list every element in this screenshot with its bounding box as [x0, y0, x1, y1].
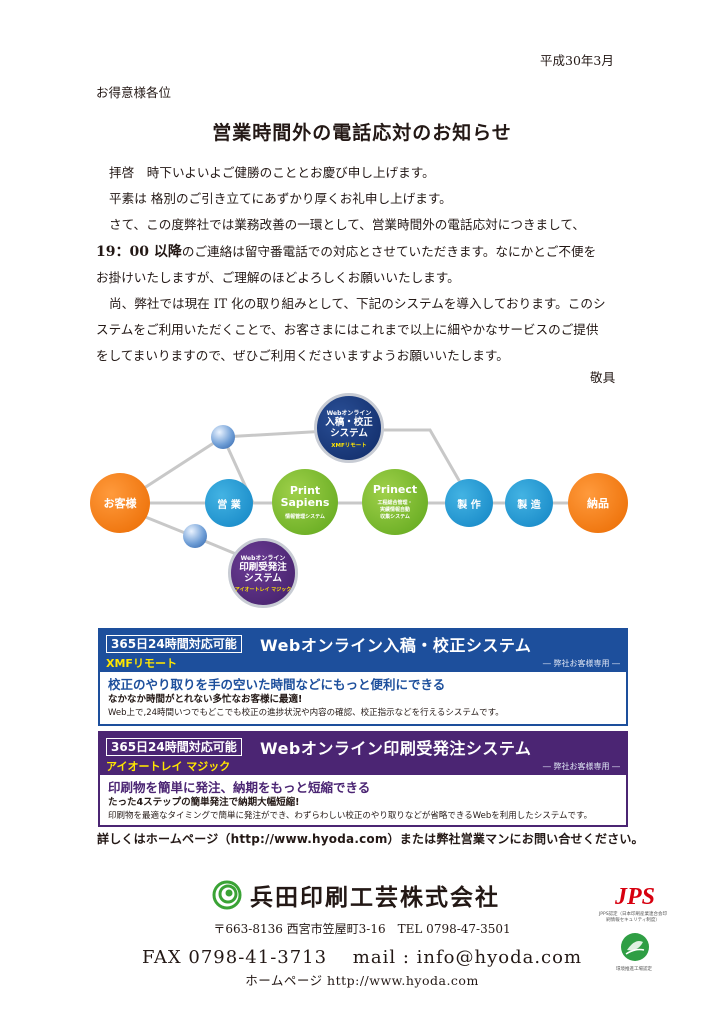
manufacturing-label: 製 造	[517, 499, 541, 511]
prinect-sub-2: 実績情報自動	[379, 507, 410, 513]
box-subheadline: なかなか時間がとれない多忙なお客様に最適!	[108, 694, 303, 705]
prinect-label: Prinect	[372, 483, 418, 496]
homepage-url: ホームページ http://www.hyoda.com	[245, 973, 479, 988]
paragraph-notice-1: さて、この度弊社では業務改善の一環として、営業時間外の電話応対につきまして、	[109, 217, 585, 233]
product-name: XMFリモート	[106, 657, 177, 670]
paragraph-it-1: 尚、弊社では現在 IT 化の取り組みとして、下記のシステムを導入しております。こ…	[109, 296, 606, 312]
customer-only-note: ― 弊社お客様専用 ―	[542, 762, 620, 771]
prinect-sub-1: 工程総合管理・	[377, 500, 413, 506]
prinect-node: Prinect 工程総合管理・ 実績情報自動 収集システム	[362, 469, 428, 535]
web-proof-l1: Webオンライン	[326, 409, 372, 417]
company-logo-icon	[212, 880, 242, 910]
company-name: 兵田印刷工芸株式会社	[250, 885, 500, 911]
box-title: Webオンライン印刷受発注システム	[260, 739, 532, 758]
manufacturing-node: 製 造	[505, 479, 553, 527]
paragraph-thanks: 平素は 格別のご引き立てにあずかり厚くお礼申し上げます。	[109, 191, 452, 207]
sales-node: 営 業	[205, 479, 253, 527]
box-header: 365日24時間対応可能 Webオンライン印刷受発注システム アイオートレイ マ…	[100, 733, 626, 775]
web-order-l3: システム	[244, 573, 282, 584]
paragraph-notice-2: 19：00 以降のご連絡は留守番電話での対応とさせていただきます。なにかとご不便…	[96, 239, 636, 265]
customer-node: お客様	[90, 473, 150, 533]
web-proof-system-node: Webオンライン 入稿・校正 システム XMFリモート	[314, 393, 384, 463]
paragraph-it-3: をしてまいりますので、ぜひご利用くださいますようお願いいたします。	[96, 348, 509, 364]
workflow-diagram: お客様 営 業 Print Sapiens 情報管理システム Prinect 工…	[0, 390, 724, 615]
globe-icon	[211, 425, 235, 449]
fax-and-email: FAX 0798-41-3713 mail : info@hyoda.com	[141, 947, 583, 968]
green-certification-mark	[620, 932, 650, 966]
web-proof-l4: XMFリモート	[331, 442, 367, 449]
paragraph-greeting: 拝啓 時下いよいよご健勝のこととお慶び申し上げます。	[109, 165, 435, 180]
paragraph-notice-3: お掛けいたしますが、ご理解のほどよろしくお願いいたします。	[96, 269, 460, 285]
production-label: 製 作	[457, 499, 481, 511]
box-description: 印刷物を最適なタイミングで簡単に発注ができ、わずらわしい校正のやり取りなどが省略…	[108, 811, 593, 821]
customer-only-note: ― 弊社お客様専用 ―	[542, 659, 620, 668]
box-subheadline: たった4ステップの簡単発注で納期大幅短縮!	[108, 797, 300, 808]
green-caption: 環境推進工場認定	[616, 967, 652, 972]
box-title: Webオンライン入稿・校正システム	[260, 636, 532, 655]
company-logo: 兵田印刷工芸株式会社	[212, 878, 500, 912]
box-header: 365日24時間対応可能 Webオンライン入稿・校正システム XMFリモート ―…	[100, 630, 626, 672]
contact-info: 詳しくはホームページ（http://www.hyoda.com）または弊社営業マ…	[97, 832, 644, 846]
print-sapiens-sub: 情報管理システム	[285, 513, 325, 520]
web-order-l2: 印刷受発注	[239, 562, 287, 573]
web-order-l4: アイオートレイ マジック	[234, 587, 292, 593]
web-order-l1: Webオンライン	[240, 555, 286, 562]
page-title: 営業時間外の電話応対のお知らせ	[212, 122, 512, 144]
jps-caption: JPPS認定（日本印刷産業連合会印刷情報セキュリティ制度）	[598, 912, 668, 923]
availability-tag: 365日24時間対応可能	[106, 635, 242, 653]
recipient: お得意様各位	[96, 85, 172, 100]
company-address: 〒663-8136 西宮市笠屋町3-16 TEL 0798-47-3501	[213, 922, 511, 936]
web-proof-l2: 入稿・校正	[325, 416, 373, 428]
print-sapiens-label-1: Print	[289, 483, 321, 497]
jps-logo-text: JPS	[614, 884, 655, 910]
product-name: アイオートレイ マジック	[106, 760, 231, 773]
box-description: Web上で,24時間いつでもどこでも校正の進捗状況や内容の確認、校正指示などを行…	[108, 708, 504, 718]
notice-text: のご連絡は留守番電話での対応とさせていただきます。なにかとご不便を	[181, 243, 597, 259]
sales-label: 営 業	[217, 499, 241, 511]
closing: 敬具	[590, 370, 616, 385]
date: 平成30年3月	[540, 53, 614, 68]
jps-logo-icon: JPS	[614, 884, 655, 910]
box-body: 校正のやり取りを手の空いた時間などにもっと便利にできる なかなか時間がとれない多…	[100, 672, 626, 724]
jps-certification-mark: JPS	[613, 878, 657, 914]
availability-tag: 365日24時間対応可能	[106, 738, 242, 756]
web-order-system-node: Webオンライン 印刷受発注 システム アイオートレイ マジック	[228, 538, 298, 608]
paragraph-it-2: ステムをご利用いただくことで、お客さまにはこれまで以上に細やかなサービスのご提供	[96, 322, 599, 338]
box-headline: 印刷物を簡単に発注、納期をもっと短縮できる	[108, 780, 371, 795]
delivery-node: 納品	[568, 473, 628, 533]
customer-label: お客様	[103, 497, 137, 510]
web-order-system-box: 365日24時間対応可能 Webオンライン印刷受発注システム アイオートレイ マ…	[98, 731, 628, 827]
print-sapiens-node: Print Sapiens 情報管理システム	[272, 469, 338, 535]
letter-body: 拝啓 時下いよいよご健勝のこととお慶び申し上げます。 平素は 格別のご引き立てに…	[96, 160, 636, 370]
box-headline: 校正のやり取りを手の空いた時間などにもっと便利にできる	[108, 677, 446, 692]
after-hours-time: 19：00 以降	[96, 243, 182, 260]
globe-icon	[183, 524, 207, 548]
print-sapiens-label-2: Sapiens	[280, 495, 330, 509]
web-proof-system-box: 365日24時間対応可能 Webオンライン入稿・校正システム XMFリモート ―…	[98, 628, 628, 726]
delivery-label: 納品	[587, 497, 609, 510]
green-leaf-icon	[621, 933, 649, 961]
prinect-sub-3: 収集システム	[380, 514, 410, 520]
web-proof-l3: システム	[330, 427, 368, 439]
box-body: 印刷物を簡単に発注、納期をもっと短縮できる たった4ステップの簡単発注で納期大幅…	[100, 775, 626, 827]
production-node: 製 作	[445, 479, 493, 527]
